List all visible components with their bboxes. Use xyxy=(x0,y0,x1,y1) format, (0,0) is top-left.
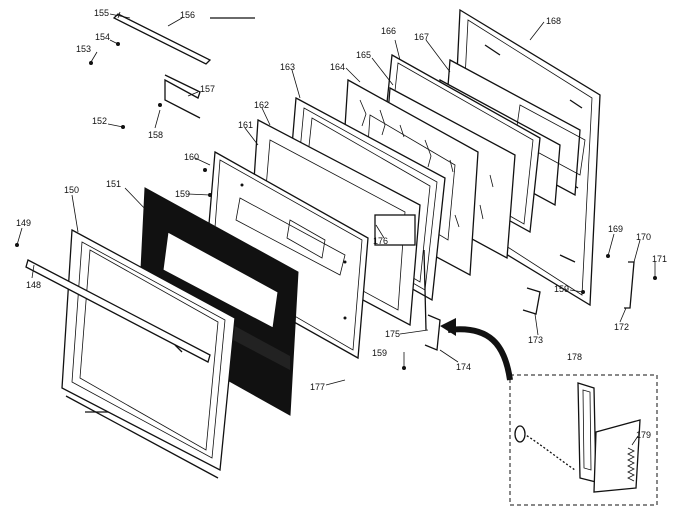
callout-171: 171 xyxy=(652,254,667,264)
callout-166: 166 xyxy=(381,26,396,36)
callout-155: 155 xyxy=(94,8,109,18)
part-173-bracket xyxy=(522,287,541,315)
callout-156: 156 xyxy=(180,10,195,20)
callout-173: 173 xyxy=(528,335,543,345)
part-148-handle xyxy=(25,259,211,363)
part-170-hinge xyxy=(624,261,635,309)
callout-172: 172 xyxy=(614,322,629,332)
callout-168: 168 xyxy=(546,16,561,26)
callout-161: 161 xyxy=(238,120,253,130)
detail-box-178 xyxy=(509,374,658,506)
callout-179: 179 xyxy=(636,430,651,440)
callout-153: 153 xyxy=(76,44,91,54)
callout-154: 154 xyxy=(95,32,110,42)
part-156-top-bracket xyxy=(112,11,212,65)
callout-177: 177 xyxy=(310,382,325,392)
part-157-bracket xyxy=(164,74,201,119)
callout-162: 162 xyxy=(254,100,269,110)
callout-157: 157 xyxy=(200,84,215,94)
callout-159-a: 159 xyxy=(175,189,190,199)
callout-178: 178 xyxy=(567,352,582,362)
callout-159-b: 159 xyxy=(372,348,387,358)
callout-164: 164 xyxy=(330,62,345,72)
callout-labels: 155 156 153 154 157 152 158 166 167 168 … xyxy=(16,8,667,440)
callout-159-c: 159 xyxy=(554,284,569,294)
callout-148: 148 xyxy=(26,280,41,290)
callout-150: 150 xyxy=(64,185,79,195)
callout-175: 175 xyxy=(385,329,400,339)
callout-163: 163 xyxy=(280,62,295,72)
callout-176: 176 xyxy=(373,236,388,246)
callout-167: 167 xyxy=(414,32,429,42)
callout-160: 160 xyxy=(184,152,199,162)
arrow-head xyxy=(440,318,456,336)
detail-arrow xyxy=(447,326,513,381)
leader-lines xyxy=(16,13,656,386)
callout-151: 151 xyxy=(106,179,121,189)
callout-158: 158 xyxy=(148,130,163,140)
callout-165: 165 xyxy=(356,50,371,60)
callout-170: 170 xyxy=(636,232,651,242)
callout-149: 149 xyxy=(16,218,31,228)
callout-169: 169 xyxy=(608,224,623,234)
callout-152: 152 xyxy=(92,116,107,126)
part-150-outer-door xyxy=(61,228,236,479)
part-174-hinge-pin xyxy=(424,314,441,351)
callout-174: 174 xyxy=(456,362,471,372)
